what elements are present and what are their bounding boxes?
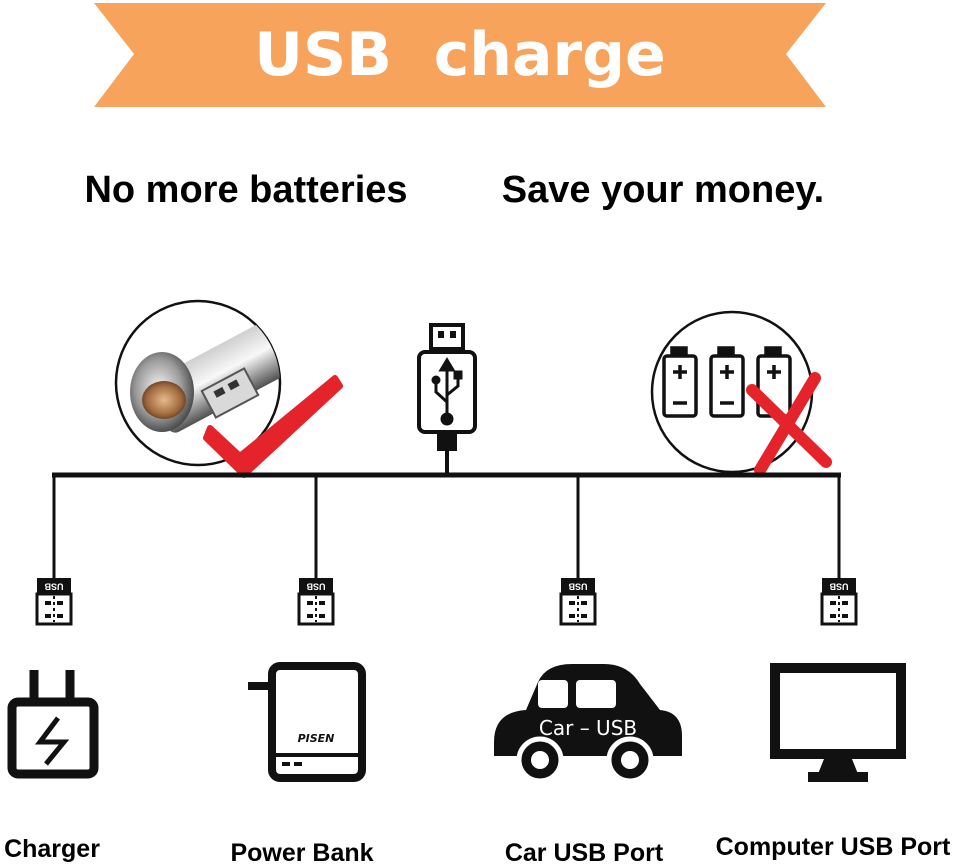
power-bank-icon: PISEN bbox=[248, 662, 366, 782]
distribution-lines bbox=[52, 472, 841, 578]
banner-ribbon bbox=[94, 3, 826, 107]
battery-icon bbox=[662, 346, 698, 418]
usb-connector-icon: USB bbox=[297, 578, 335, 626]
car-label: Car – USB bbox=[539, 716, 637, 740]
caption-charger: Charger bbox=[4, 835, 100, 863]
charger-icon bbox=[7, 670, 99, 779]
battery-icon bbox=[709, 346, 745, 418]
usb-plug-photo-circle bbox=[114, 299, 343, 478]
title-banner: USB charge bbox=[94, 3, 826, 107]
power-bank-brand: PISEN bbox=[298, 732, 335, 745]
usb-cable-icon bbox=[417, 323, 477, 475]
usb-metal-plug bbox=[200, 367, 260, 419]
headline-save-money: Save your money. bbox=[502, 169, 824, 211]
usb-connector-label: USB bbox=[568, 582, 588, 592]
usb-connector-label: USB bbox=[306, 582, 326, 592]
usb-connector-icon: USB bbox=[820, 578, 858, 626]
headline-no-batteries: No more batteries bbox=[84, 169, 407, 211]
usb-connector-label: USB bbox=[44, 582, 64, 592]
cross-mark-icon bbox=[746, 372, 832, 476]
caption-power-bank: Power Bank bbox=[230, 839, 373, 864]
caption-computer-usb-port: Computer USB Port bbox=[716, 833, 951, 861]
lightning-bolt-icon bbox=[35, 716, 70, 766]
banner-title: USB charge bbox=[254, 20, 665, 90]
usb-connector-icon: USB bbox=[35, 578, 73, 626]
batteries-circle bbox=[650, 310, 832, 476]
check-mark-icon bbox=[203, 375, 343, 478]
caption-car-usb-port: Car USB Port bbox=[505, 839, 664, 864]
copper-end bbox=[142, 381, 186, 419]
usb-connector-icon: USB bbox=[559, 578, 597, 626]
usb-connector-label: USB bbox=[829, 582, 849, 592]
usb-symbol-icon bbox=[431, 357, 463, 426]
usb-connectors: USB USB USB USB bbox=[35, 578, 858, 626]
car-icon: Car – USB bbox=[494, 664, 682, 784]
computer-monitor-icon bbox=[770, 663, 906, 782]
